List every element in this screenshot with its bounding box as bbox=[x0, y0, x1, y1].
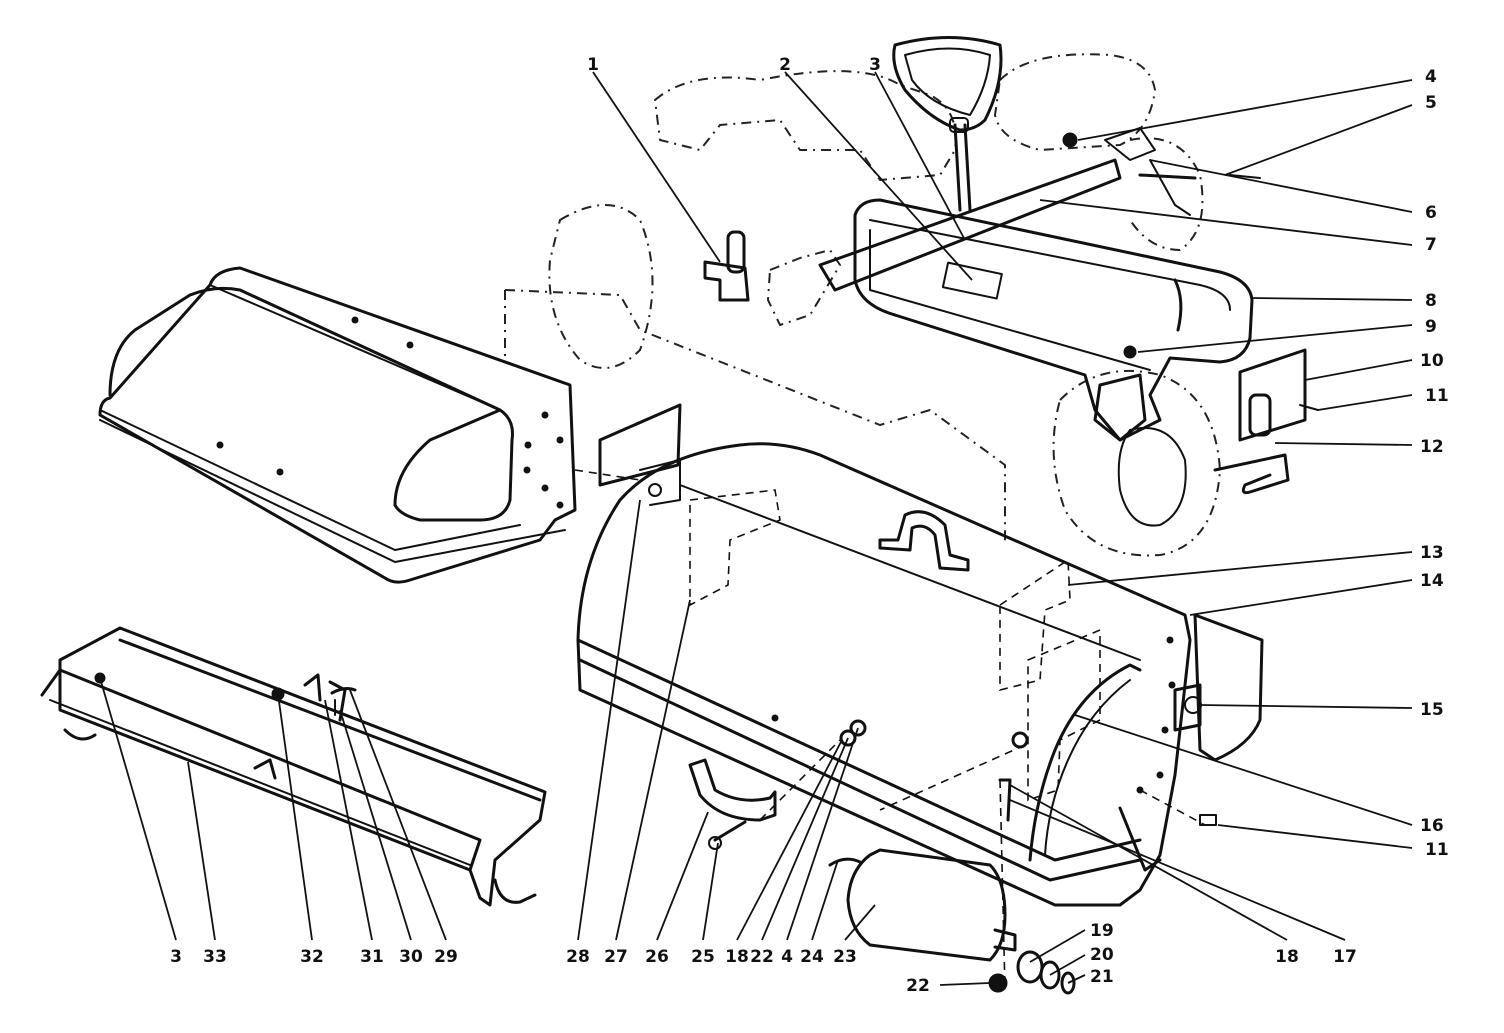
callout-21: 21 bbox=[1090, 967, 1114, 987]
callout-7: 7 bbox=[1425, 235, 1437, 255]
bracket-left bbox=[703, 230, 750, 302]
upper-hopper bbox=[853, 198, 1254, 442]
callout-1: 1 bbox=[587, 55, 599, 75]
callout-26: 26 bbox=[645, 947, 669, 967]
callout-29: 29 bbox=[434, 947, 458, 967]
callout-3-bottom: 3 bbox=[170, 947, 182, 967]
callout-9: 9 bbox=[1425, 317, 1437, 337]
callout-3-top: 3 bbox=[869, 55, 881, 75]
callout-5: 5 bbox=[1425, 93, 1437, 113]
callout-22-left: 22 bbox=[750, 947, 774, 967]
nut-22-lower bbox=[988, 973, 1008, 993]
callout-19: 19 bbox=[1090, 921, 1114, 941]
callout-18-left: 18 bbox=[725, 947, 749, 967]
callout-12: 12 bbox=[1420, 437, 1444, 457]
clip-21 bbox=[1060, 971, 1076, 995]
callout-16: 16 bbox=[1420, 816, 1444, 836]
hinge-plate-left bbox=[598, 403, 682, 506]
bolt-17 bbox=[998, 778, 1012, 822]
bracket-right bbox=[1213, 348, 1307, 495]
callout-4-bottom: 4 bbox=[781, 947, 793, 967]
scraper-bar bbox=[40, 626, 547, 907]
callout-6: 6 bbox=[1425, 203, 1437, 223]
washer-20 bbox=[1039, 960, 1061, 990]
callout-24: 24 bbox=[800, 947, 824, 967]
callout-25: 25 bbox=[691, 947, 715, 967]
bolt-25 bbox=[708, 820, 747, 850]
callout-13: 13 bbox=[1420, 543, 1444, 563]
bolt-11-upper bbox=[1299, 404, 1319, 411]
callout-14: 14 bbox=[1420, 571, 1444, 591]
callout-2: 2 bbox=[779, 55, 791, 75]
hitch-bar bbox=[818, 127, 1197, 292]
main-hopper bbox=[576, 442, 1192, 907]
callout-17: 17 bbox=[1333, 947, 1357, 967]
callout-32: 32 bbox=[300, 947, 324, 967]
left-hopper bbox=[98, 266, 577, 584]
interior-plates bbox=[689, 489, 1101, 802]
callout-18-right: 18 bbox=[1275, 947, 1299, 967]
latch-plate bbox=[941, 261, 1003, 300]
callout-27: 27 bbox=[604, 947, 628, 967]
callout-22-lower: 22 bbox=[906, 976, 930, 996]
bolt-11-lower bbox=[1199, 814, 1217, 826]
callout-10: 10 bbox=[1420, 351, 1444, 371]
hitch-pin-head bbox=[1062, 132, 1078, 148]
callout-20: 20 bbox=[1090, 945, 1114, 965]
callout-15: 15 bbox=[1420, 700, 1444, 720]
callout-33: 33 bbox=[203, 947, 227, 967]
callout-11-upper: 11 bbox=[1425, 386, 1449, 406]
pin-5 bbox=[1229, 174, 1261, 179]
bottom-handle bbox=[688, 758, 777, 822]
washer-4 bbox=[849, 719, 867, 737]
leader-lines bbox=[99, 71, 1413, 986]
callout-23: 23 bbox=[833, 947, 857, 967]
callout-4-top: 4 bbox=[1425, 67, 1437, 87]
callout-8: 8 bbox=[1425, 291, 1437, 311]
tractor-outline bbox=[504, 36, 1221, 557]
roller-cylinder bbox=[828, 848, 1076, 995]
callout-28: 28 bbox=[566, 947, 590, 967]
callout-31: 31 bbox=[360, 947, 384, 967]
callout-30: 30 bbox=[399, 947, 423, 967]
callout-11-lower: 11 bbox=[1425, 840, 1449, 860]
callout-labels: 1 2 3 4 5 6 7 8 9 10 11 12 13 14 15 16 1… bbox=[170, 55, 1449, 996]
